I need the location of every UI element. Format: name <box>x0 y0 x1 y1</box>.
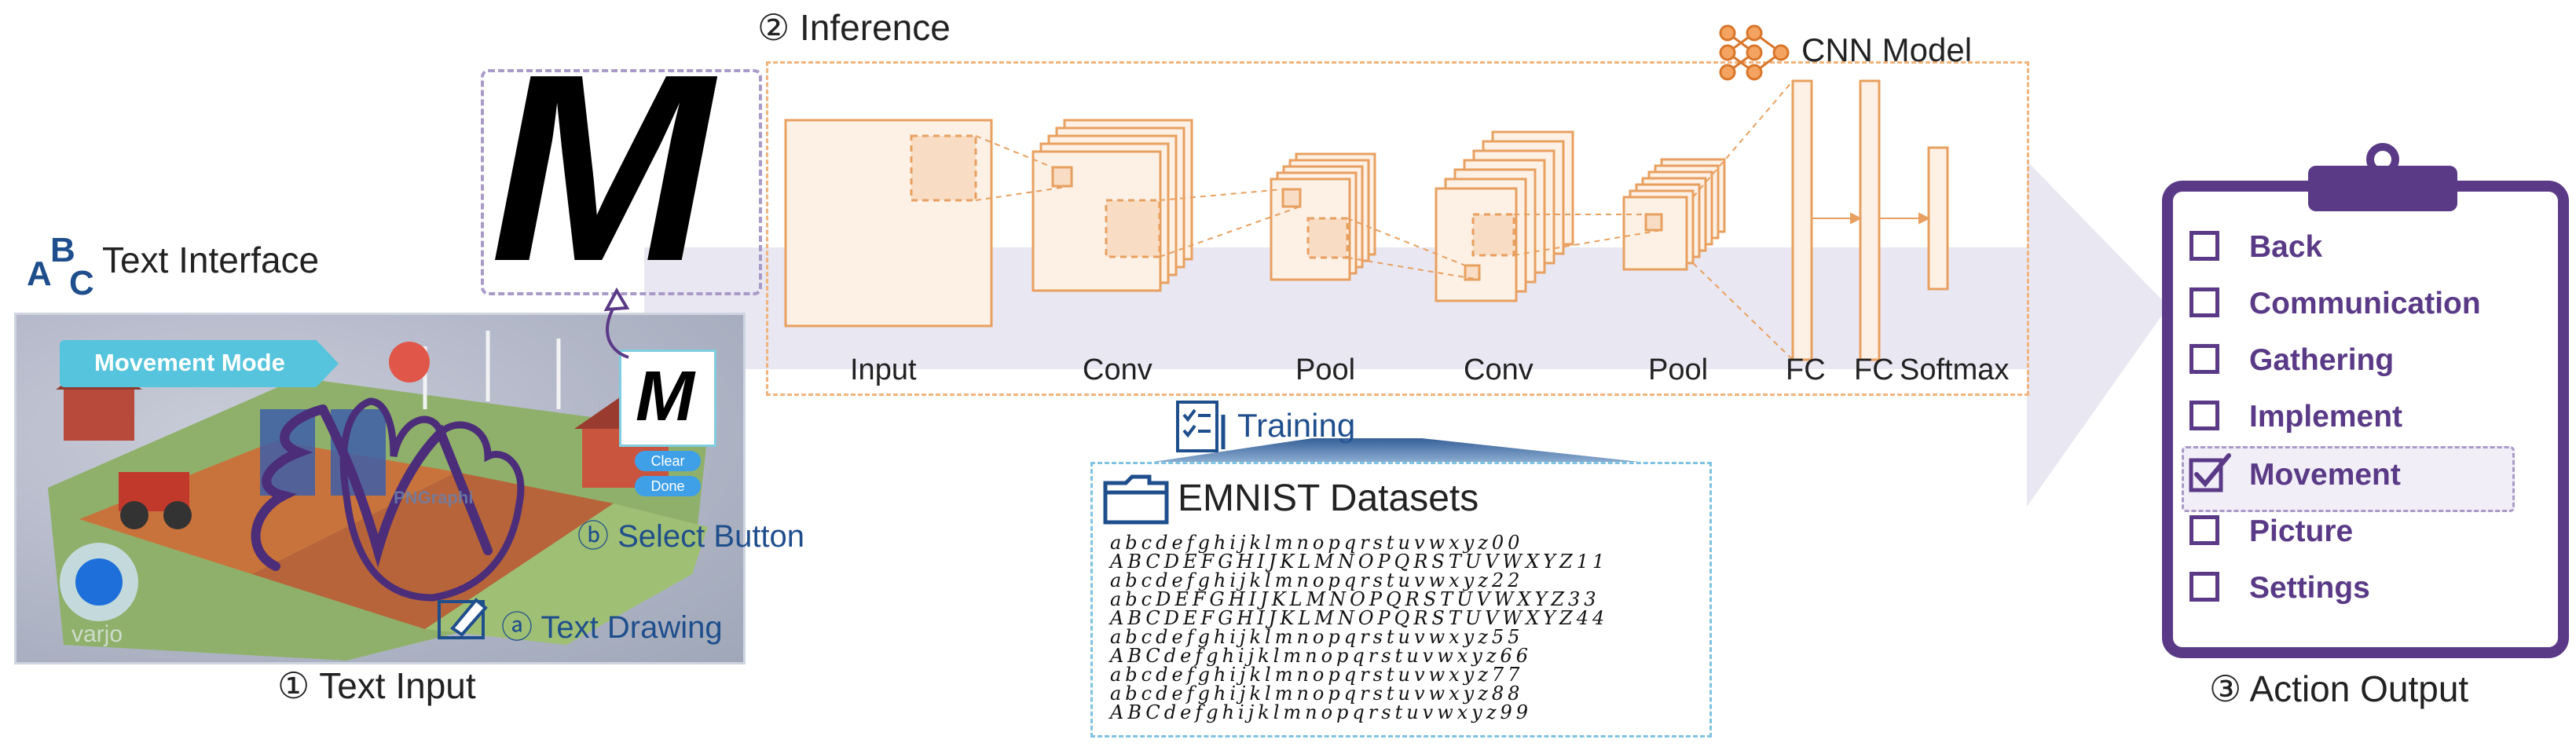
action-item-implement[interactable]: Implement <box>2188 397 2518 441</box>
checkbox-icon <box>2189 515 2219 545</box>
action-item-communication[interactable]: Communication <box>2188 284 2518 328</box>
checkbox-icon <box>2189 287 2219 317</box>
layer-label-pool-1: Pool <box>1295 353 1356 386</box>
watermark-text: PNGraphi <box>394 488 474 507</box>
text-interface-title: Text Interface <box>102 240 320 280</box>
sample-row: ABCDEFGHIJKLMNOPQRSTUVWXYZ44 <box>1110 607 1609 629</box>
sample-row: ABCDEFGHIJKLMNOPQRSTUVWXYZ11 <box>1110 551 1609 573</box>
layer-label-pool-2: Pool <box>1648 353 1709 386</box>
action-item-back[interactable]: Back <box>2188 228 2518 272</box>
layer-label-softmax: Softmax <box>1900 353 2010 386</box>
emnist-dataset-box: EMNIST Datasets abcdefghijklmnopqrstuvwx… <box>1090 462 1712 738</box>
action-item-picture[interactable]: Picture <box>2188 512 2518 556</box>
pen-drawing-icon <box>438 598 488 639</box>
cnn-architecture <box>784 79 1949 361</box>
clipboard-clip-icon <box>2308 143 2457 211</box>
layer-label-conv-1: Conv <box>1083 353 1152 386</box>
checkbox-icon <box>2189 401 2219 430</box>
select-button-label: ⓑ Select Button <box>577 519 805 554</box>
checkbox-icon <box>2189 572 2219 602</box>
sample-row: abcdefghijklmnopqrstuvwxyz22 <box>1110 569 1524 591</box>
brand-text: varjo <box>71 621 123 647</box>
action-item-gathering[interactable]: Gathering <box>2188 341 2518 385</box>
training-label: Training <box>1237 407 1356 444</box>
action-output-section-label: ③ Action Output <box>2209 668 2469 709</box>
sample-row: abcdefghijklmnopqrstuvwxyz00 <box>1110 532 1524 554</box>
neural-network-icon <box>1719 24 1790 81</box>
layer-label-fc-1: FC <box>1786 353 1826 386</box>
checked-checkbox-icon <box>2189 453 2231 492</box>
checkbox-icon <box>2189 344 2219 374</box>
cnn-model-box <box>766 61 2029 396</box>
text-drawing-label: ⓐ Text Drawing <box>501 610 723 645</box>
sample-row: ABCdefghijklmnopqrstuvwxyz99 <box>1110 701 1533 723</box>
selected-item-highlight <box>2182 446 2515 512</box>
layer-label-input: Input <box>850 353 917 386</box>
movement-mode-banner: Movement Mode <box>60 340 339 387</box>
sample-row: abcdefghijklmnopqrstuvwxyz88 <box>1110 683 1524 705</box>
layer-label-fc-2: FC <box>1854 353 1894 386</box>
sample-row: abcDEFGHIJKLMNOPQRSTUVWXYZ33 <box>1110 588 1600 610</box>
sample-row: abcdefghijklmnopqrstuvwxyz55 <box>1110 626 1524 648</box>
inference-section-label: ② Inference <box>757 7 951 48</box>
text-input-section-label: ① Text Input <box>277 665 476 706</box>
clipboard <box>2162 181 2569 658</box>
cnn-model-title: CNN Model <box>1801 31 1973 68</box>
clear-button[interactable]: Clear <box>635 451 701 471</box>
game-scene <box>48 331 708 661</box>
done-button[interactable]: Done <box>635 476 701 496</box>
action-item-movement[interactable]: Movement <box>2188 453 2518 500</box>
action-item-settings[interactable]: Settings <box>2188 569 2518 613</box>
sample-row: abcdefghijklmnopqrstuvwxyz77 <box>1110 664 1524 686</box>
emnist-dataset-title: EMNIST Datasets <box>1178 478 1479 519</box>
checklist-icon <box>1176 401 1226 452</box>
curved-arrow <box>603 287 630 359</box>
drawing-canvas[interactable]: M <box>619 350 716 447</box>
layer-label-conv-2: Conv <box>1464 353 1534 386</box>
abc-mark-icon: A B C <box>27 231 94 302</box>
emnist-sample-grid: abcdefghijklmnopqrstuvwxyz00 ABCDEFGHIJK… <box>1110 533 1691 722</box>
checkbox-icon <box>2189 231 2219 261</box>
sample-row: ABCdefghijklmnopqrstuvwxyz66 <box>1110 645 1533 667</box>
drawn-letter-zoom-box: M <box>481 35 762 302</box>
folder-icon <box>1103 474 1169 525</box>
